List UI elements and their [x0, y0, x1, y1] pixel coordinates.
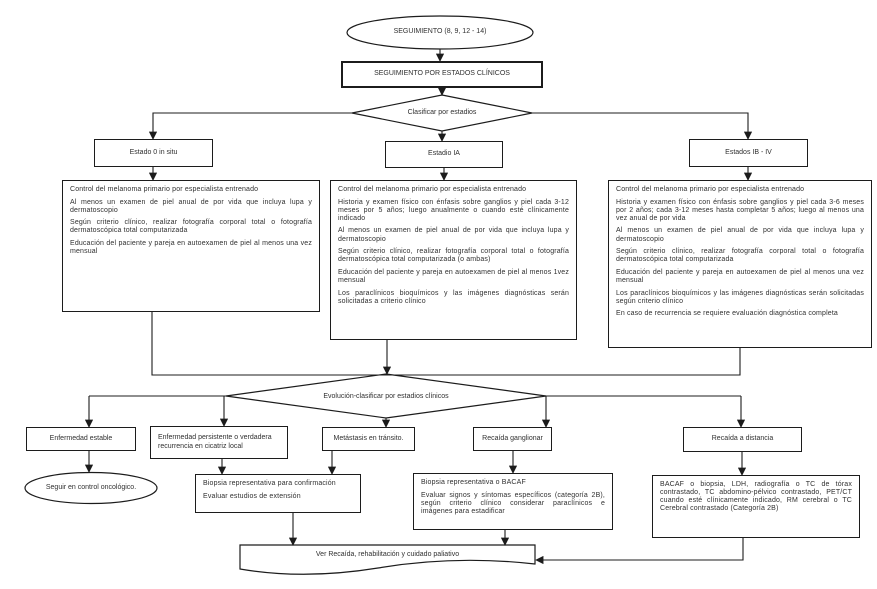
node-transit: Metástasis en tránsito.: [322, 427, 415, 451]
node-start-label: SEGUIMIENTO (8, 9, 12 - 14): [393, 28, 487, 36]
detail-item: Al menos un examen de piel anual de por …: [616, 227, 864, 243]
node-classify-label: Clasificar por estadios: [407, 108, 477, 116]
detail-item: Evaluar estudios de extensión: [203, 492, 301, 500]
node-oncologic-control-label: Seguir en control oncológico.: [45, 483, 137, 491]
detail-item: Los paraclínicos bioquímicos y las imáge…: [338, 289, 569, 305]
detail-item: Según criterio clínico, realizar fotogra…: [616, 248, 864, 264]
connector: [151, 312, 387, 376]
node-clinical-stages: SEGUIMIENTO POR ESTADOS CLÍNICOS: [341, 61, 543, 88]
node-distant-workup: BACAF o biopsia, LDH, radiografía o TC d…: [652, 475, 860, 538]
connector: [535, 538, 744, 565]
palliative-document-shape: [239, 544, 536, 575]
node-stageIA-detail: Control del melanoma primario por especi…: [330, 180, 577, 340]
node-stageIBIV-detail: Control del melanoma primario por especi…: [608, 180, 872, 348]
detail-item: Biopsia representativa o BACAF: [421, 479, 526, 486]
detail-item: Al menos un examen de piel anual de por …: [70, 198, 312, 214]
detail-item: En caso de recurrencia se requiere evalu…: [616, 310, 838, 318]
node-distant: Recaída a distancia: [683, 427, 802, 452]
detail-item: Evaluar signos y síntomas específicos (c…: [421, 491, 605, 515]
detail-item: Educación del paciente y pareja en autoe…: [616, 268, 864, 284]
detail-item: Control del melanoma primario por especi…: [70, 186, 259, 193]
connector: [387, 348, 741, 376]
node-stage0-detail: Control del melanoma primario por especi…: [62, 180, 320, 312]
node-stageIA: Estadio IA: [385, 141, 503, 168]
detail-item: Educación del paciente y pareja en autoe…: [338, 268, 569, 284]
node-evolution-label: Evolución-clasificar por estadios clínic…: [323, 392, 449, 400]
detail-item: Educación del paciente y pareja en autoe…: [70, 240, 312, 256]
node-palliative-label: Ver Recaída, rehabilitación y cuidado pa…: [315, 551, 460, 559]
detail-item: Historia y examen físico con énfasis sob…: [616, 198, 864, 222]
detail-item: Al menos un examen de piel anual de por …: [338, 227, 569, 243]
node-stable: Enfermedad estable: [26, 427, 136, 451]
detail-item: Control del melanoma primario por especi…: [616, 186, 805, 193]
detail-item: Control del melanoma primario por especi…: [338, 186, 527, 193]
detail-item: Según criterio clínico, realizar fotogra…: [70, 219, 312, 235]
node-biopsy-bacaf: Biopsia representativa o BACAF Evaluar s…: [413, 473, 613, 530]
detail-item: BACAF o biopsia, LDH, radiografía o TC d…: [660, 481, 852, 513]
detail-item: Según criterio clínico, realizar fotogra…: [338, 248, 569, 264]
detail-item: Los paraclínicos bioquímicos y las imáge…: [616, 289, 864, 305]
node-nodal: Recaída ganglionar: [473, 427, 552, 451]
node-stage0: Estado 0 in situ: [94, 139, 213, 167]
node-persistent: Enfermedad persistente o verdadera recur…: [150, 426, 288, 459]
connector: [532, 112, 753, 140]
connector: [148, 112, 352, 140]
detail-item: Historia y examen físico con énfasis sob…: [338, 198, 569, 222]
node-biopsy-confirm: Biopsia representativa para confirmación…: [195, 474, 361, 513]
detail-item: Biopsia representativa para confirmación: [203, 480, 336, 487]
node-stageIBIV: Estados IB - IV: [689, 139, 808, 167]
